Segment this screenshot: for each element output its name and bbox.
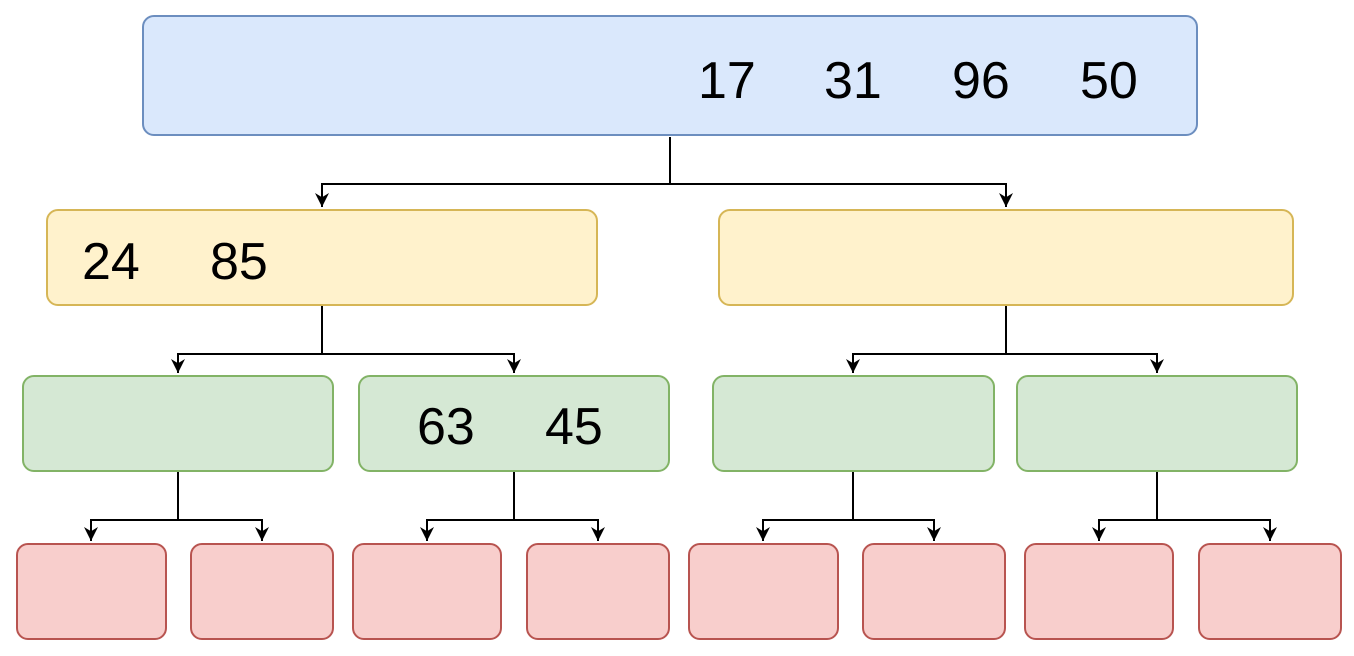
root-value-1: 31 [824, 52, 882, 110]
level2-node-2 [712, 375, 995, 472]
edge-l1-0-to-l2-0 [171, 306, 323, 373]
level2-node-1-value-0: 63 [417, 398, 475, 456]
edge-l2-2-to-l3-5 [853, 519, 941, 541]
level2-node-0 [22, 375, 334, 472]
leaf-node-6 [1024, 543, 1174, 640]
leaf-node-5 [862, 543, 1006, 640]
edge-l2-3-to-l3-6 [1092, 472, 1158, 541]
edge-l2-1-to-l3-2 [420, 472, 515, 541]
leaf-node-0 [16, 543, 167, 640]
edge-l1-0-to-l2-1 [322, 353, 521, 373]
edge-l2-0-to-l3-1 [178, 519, 269, 541]
level1-node-1 [718, 209, 1294, 306]
edge-l2-2-to-l3-4 [756, 472, 854, 541]
level2-node-3 [1016, 375, 1298, 472]
edge-root-to-l1-1 [670, 183, 1013, 207]
level2-node-1: 63 45 [358, 375, 670, 472]
level1-node-0-value-1: 85 [210, 233, 268, 291]
edge-group-l1-0 [171, 306, 521, 373]
edge-group-root [315, 137, 1013, 207]
root-value-3: 50 [1080, 52, 1138, 110]
root-value-0: 17 [698, 52, 756, 110]
edge-l2-1-to-l3-3 [514, 519, 605, 541]
leaf-node-1 [190, 543, 334, 640]
edge-l2-3-to-l3-7 [1157, 519, 1277, 541]
root-value-2: 96 [952, 52, 1010, 110]
level1-node-0: 24 85 [46, 209, 598, 306]
edge-group-l1-1 [846, 306, 1164, 373]
level1-node-0-value-0: 24 [82, 233, 140, 291]
edge-l1-1-to-l2-2 [846, 306, 1007, 373]
leaf-node-7 [1198, 543, 1342, 640]
leaf-node-3 [526, 543, 670, 640]
edge-group-l2 [84, 472, 1277, 541]
edge-l1-1-to-l2-3 [1006, 353, 1164, 373]
leaf-node-4 [688, 543, 839, 640]
level2-node-1-value-1: 45 [545, 398, 603, 456]
edge-l2-0-to-l3-0 [84, 472, 179, 541]
edge-root-to-l1-0 [315, 137, 671, 207]
leaf-node-2 [352, 543, 502, 640]
root-node: 17 31 96 50 [142, 15, 1198, 136]
